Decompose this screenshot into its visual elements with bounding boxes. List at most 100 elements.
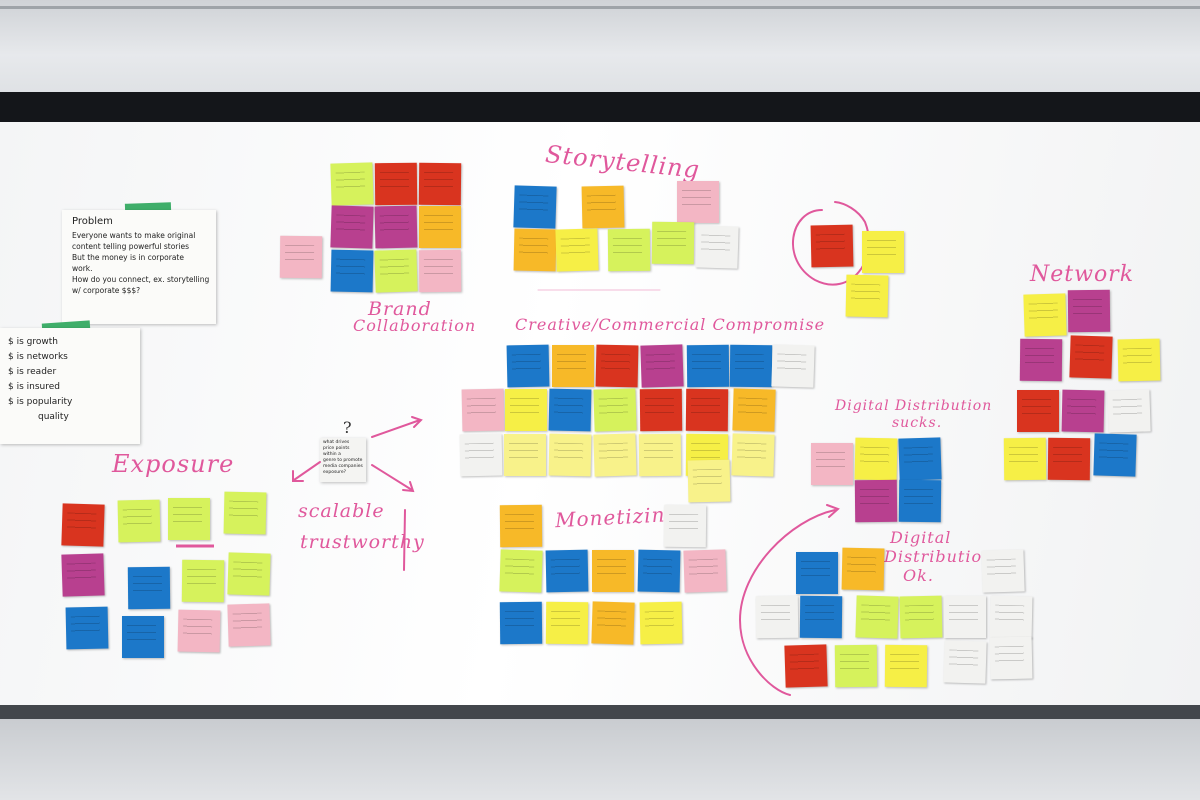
sticky-note [499,504,543,548]
sticky-note [591,601,635,645]
sticky-note [841,547,885,591]
sticky-note [181,559,225,603]
heading-trustworthy: trustworthy [300,531,425,553]
sticky-note [637,549,681,593]
sticky-note [227,603,271,647]
sticky-note [374,162,418,206]
sticky-note [513,228,557,272]
sticky-note [330,205,374,249]
problem-body: Everyone wants to make original content … [72,231,210,295]
sticky-note [1093,433,1137,477]
wall-bottom [0,719,1200,800]
sticky-note [555,228,599,272]
sticky-note [581,185,625,229]
sticky-note [855,595,899,639]
sticky-note [177,609,221,653]
sticky-note [595,344,639,388]
sticky-note [810,224,854,268]
sticky-note [943,640,987,684]
question-note: what drives price points within a genre … [320,438,366,482]
problem-paper: Problem Everyone wants to make original … [62,210,216,324]
sticky-note [122,616,164,658]
sticky-note [330,249,374,293]
sticky-note [799,595,843,639]
sticky-note [854,479,898,523]
list-line: $ is insured [8,382,60,392]
sticky-note [330,162,374,206]
sticky-note [854,437,898,481]
sticky-note [1107,389,1151,433]
sticky-note [784,644,828,688]
sticky-note [168,498,210,540]
sticky-note [593,388,637,432]
heading-creative: Creative/Commercial Compromise [515,315,826,334]
sticky-note [639,388,683,432]
sticky-note [834,644,878,688]
question-mark: ? [343,418,353,437]
wall-top [0,0,1200,92]
sticky-note [898,479,942,523]
sticky-note [683,549,727,593]
sticky-note [545,549,589,593]
sticky-note [898,437,942,481]
heading-digital-ok-2: Distribution's [884,547,1008,566]
problem-title: Problem [72,216,113,227]
heading-digital-ok-3: Ok. [903,566,934,585]
sticky-note [884,644,928,688]
whiteboard-frame [0,92,1200,122]
sticky-note [548,388,592,432]
sticky-note [811,443,853,485]
list-line: quality [38,412,69,422]
sticky-note [505,389,547,431]
sticky-note [638,433,682,477]
heading-scalable: scalable [298,500,385,522]
sticky-note [663,504,707,548]
sticky-note [548,433,592,477]
sticky-note [732,388,776,432]
sticky-note [899,595,943,639]
sticky-note [796,552,838,594]
sticky-note [639,601,683,645]
sticky-note [1061,389,1105,433]
sticky-note [499,601,543,645]
sticky-note [127,566,171,610]
sticky-note [418,249,462,293]
sticky-note [1067,289,1111,333]
sticky-note [65,606,109,650]
list-line: $ is popularity [8,397,73,407]
heading-collaboration: Collaboration [353,316,477,335]
sticky-note [677,181,719,223]
sticky-note [685,388,729,432]
list-line: $ is networks [8,352,68,362]
sticky-note [1047,437,1091,481]
sticky-note [651,221,695,265]
sticky-note [459,433,503,477]
heading-exposure: Exposure [112,450,235,478]
sticky-note [545,601,589,645]
sticky-note [418,162,462,206]
question-text: what drives price points within a genre … [323,440,363,475]
sticky-note [592,550,634,592]
sticky-note [1023,293,1067,337]
sticky-note [686,344,730,388]
sticky-note [981,549,1025,593]
sticky-note [419,206,461,248]
sticky-note [61,503,105,547]
heading-digital-ok-1: Digital [890,528,952,547]
sticky-note [1003,437,1047,481]
sticky-note [552,345,594,387]
sticky-note [687,459,731,503]
sticky-note [695,225,739,269]
heading-brand: Brand [368,298,432,320]
sticky-note [374,249,418,293]
sticky-note [1117,338,1161,382]
sticky-note [755,595,799,639]
sticky-note [513,185,557,229]
sticky-note [607,228,651,272]
sticky-note [989,636,1033,680]
sticky-note [61,553,105,597]
sticky-note [731,433,775,477]
sticky-note [374,205,418,249]
sticky-note [845,274,889,318]
